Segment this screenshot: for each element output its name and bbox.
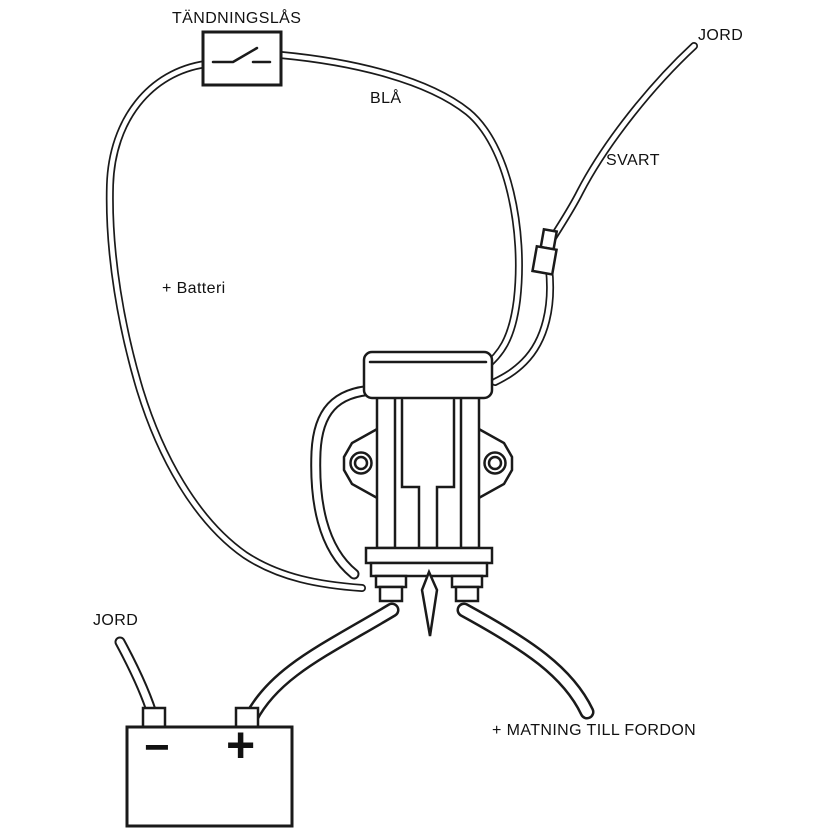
label-vehicle-feed: + MATNING TILL FORDON — [492, 722, 697, 739]
ignition-switch-symbol — [201, 30, 283, 87]
label-blue-wire: BLÅ — [370, 90, 402, 107]
battery-negative-symbol: − — [144, 723, 170, 772]
wire-connector — [531, 227, 559, 276]
label-ground-bottom: JORD — [93, 612, 139, 629]
wire-solenoid-side-loop — [310, 384, 380, 580]
wire-battery-feed-to-switch — [105, 60, 366, 592]
solenoid-symbol — [342, 350, 514, 637]
cable-solenoid-to-vehicle-feed — [456, 602, 595, 720]
cable-solenoid-to-battery-positive — [243, 602, 400, 726]
label-ignition-switch: TÄNDNINGSLÅS — [172, 10, 302, 27]
label-black-wire: SVART — [606, 152, 660, 169]
battery-positive-symbol: + — [226, 717, 256, 773]
label-battery-positive: + Batteri — [162, 280, 226, 297]
battery-symbol — [125, 706, 294, 828]
wire-blue — [277, 51, 523, 372]
wire-black-ground-lower — [491, 264, 555, 386]
label-ground-top: JORD — [698, 27, 744, 44]
wire-black-ground-upper — [544, 42, 698, 250]
